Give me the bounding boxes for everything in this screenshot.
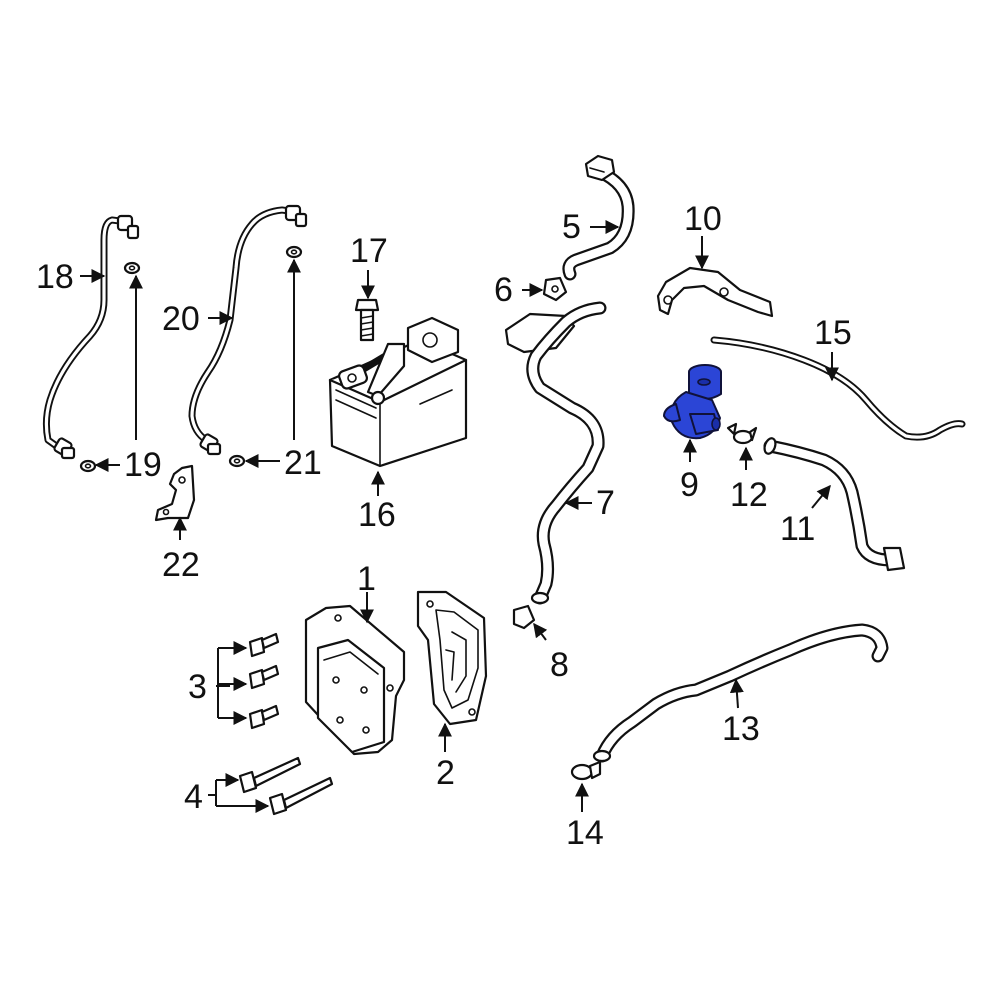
part-2-gasket[interactable] <box>416 590 488 726</box>
part-5-hose[interactable] <box>562 154 635 281</box>
callout-21[interactable]: 21 <box>284 444 322 482</box>
part-14-clamp[interactable] <box>570 760 602 781</box>
part-18-oil-line[interactable] <box>42 214 140 460</box>
callout-11[interactable]: 11 <box>780 510 815 548</box>
part-9-valve-highlighted[interactable] <box>663 364 722 440</box>
part-16-oil-cooler[interactable] <box>328 316 468 468</box>
part-6-clip[interactable] <box>542 276 568 302</box>
callout-14[interactable]: 14 <box>566 814 604 852</box>
part-13-hose[interactable] <box>592 623 889 763</box>
callout-10[interactable]: 10 <box>684 200 722 238</box>
callout-4[interactable]: 4 <box>184 778 203 816</box>
callout-12[interactable]: 12 <box>730 476 768 514</box>
callout-20[interactable]: 20 <box>162 300 200 338</box>
part-8-clip[interactable] <box>512 604 536 630</box>
callout-8[interactable]: 8 <box>550 646 569 684</box>
callout-5[interactable]: 5 <box>562 208 581 246</box>
callout-1[interactable]: 1 <box>357 560 376 598</box>
part-20-oil-line[interactable] <box>188 204 308 456</box>
callout-18[interactable]: 18 <box>36 258 74 296</box>
part-7-hose[interactable] <box>504 301 607 605</box>
part-3-bolt[interactable] <box>248 632 280 730</box>
callout-19[interactable]: 19 <box>124 446 162 484</box>
part-12-clamp[interactable] <box>726 422 758 445</box>
callout-2[interactable]: 2 <box>436 754 455 792</box>
callout-9[interactable]: 9 <box>680 466 699 504</box>
part-21-washer[interactable] <box>228 245 303 468</box>
callout-3[interactable]: 3 <box>188 668 207 706</box>
leader-lines <box>80 220 839 813</box>
callout-6[interactable]: 6 <box>494 271 513 309</box>
part-4-bolt[interactable] <box>238 756 334 816</box>
callout-22[interactable]: 22 <box>162 546 200 584</box>
callout-labels: 1 2 3 4 5 6 7 8 9 10 11 12 13 14 15 16 1… <box>36 200 852 852</box>
part-10-bracket[interactable] <box>656 266 774 318</box>
callout-15[interactable]: 15 <box>814 314 852 352</box>
callout-13[interactable]: 13 <box>722 710 760 748</box>
part-17-bolt[interactable] <box>354 298 380 342</box>
part-22-bracket[interactable] <box>154 464 196 522</box>
part-15-line[interactable] <box>710 336 966 441</box>
part-1-oil-cooler-plate[interactable] <box>304 604 406 756</box>
callout-7[interactable]: 7 <box>596 484 615 522</box>
part-11-hose[interactable] <box>763 437 906 572</box>
callout-16[interactable]: 16 <box>358 496 396 534</box>
callout-17[interactable]: 17 <box>350 232 388 270</box>
part-19-washer[interactable] <box>79 261 141 473</box>
